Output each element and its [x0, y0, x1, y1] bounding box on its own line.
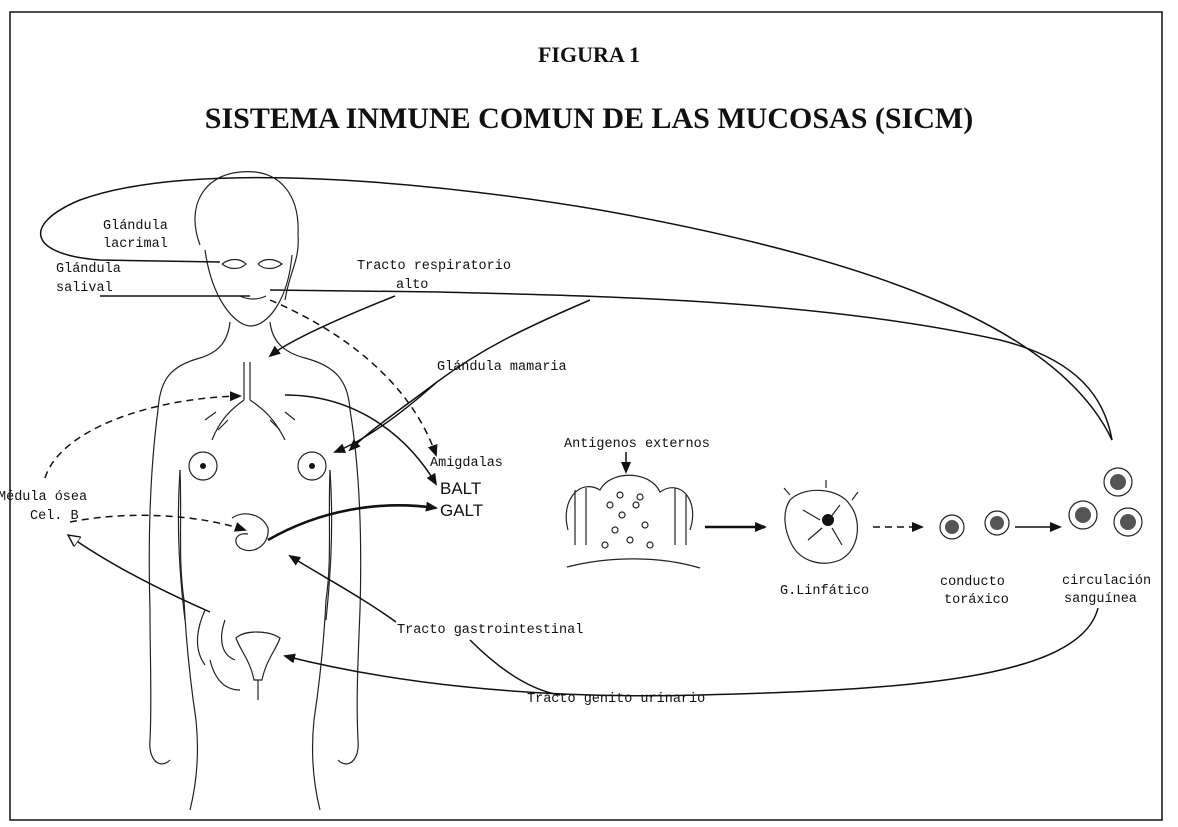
label-glandula-salival-2: salival: [56, 281, 113, 296]
urogenital-organ: [236, 632, 280, 680]
figure-title: SISTEMA INMUNE COMUN DE LAS MUCOSAS (SIC…: [205, 102, 973, 135]
arrow-gastro-to-gut: [290, 556, 396, 622]
figure-label: FIGURA 1: [538, 42, 640, 67]
dashed-medula-to-lungs: [45, 396, 240, 478]
label-balt: BALT: [440, 479, 481, 498]
respiratory-to-circulation-line: [270, 290, 1112, 440]
lymphocytes-conducto: [940, 511, 1009, 539]
label-conducto-toraxico-1: conducto: [940, 575, 1005, 590]
label-circulacion-sanguinea-2: sanguínea: [1064, 592, 1137, 607]
label-antigenos-externos: Antigenos externos: [564, 437, 710, 452]
label-glandula-lacrimal-2: lacrimal: [103, 237, 168, 252]
label-conducto-toraxico-2: toráxico: [944, 593, 1009, 608]
label-tracto-gastrointestinal: Tracto gastrointestinal: [397, 623, 583, 638]
arrow-genito-to-uterus: [285, 608, 1098, 696]
label-circulacion-sanguinea-1: circulación: [1062, 574, 1151, 589]
arrow-uro-to-medula: [68, 535, 210, 612]
arrow-mamaria-to-breast: [335, 382, 437, 452]
mucosa-tissue-illustration: [566, 475, 700, 568]
eye-left: [222, 260, 246, 269]
lymph-node-illustration: [784, 480, 858, 563]
label-glandula-lacrimal-1: Glándula: [103, 219, 168, 234]
label-medula-osea-1: Médula ósea: [0, 490, 87, 505]
dashed-medula-to-gut: [70, 515, 245, 530]
lymphocytes-circulacion: [1069, 468, 1142, 536]
label-amigdalas: Amigdalas: [430, 456, 503, 471]
arrow-respiratorio-to-lungs: [270, 296, 395, 356]
gastro-to-genito-line: [470, 640, 560, 695]
eye-right: [258, 260, 282, 269]
label-galt: GALT: [440, 501, 483, 520]
label-glandula-salival-1: Glándula: [56, 262, 121, 277]
gut-organ: [232, 514, 268, 551]
human-body-outline: [149, 172, 360, 810]
arrow-gut-to-galt: [268, 505, 436, 540]
label-tracto-respiratorio-2: alto: [396, 278, 428, 293]
label-tracto-respiratorio-1: Tracto respiratorio: [357, 259, 511, 274]
label-ganglio-linfatico: G.Linfático: [780, 584, 869, 599]
circulation-loop-curve: [41, 178, 1112, 440]
